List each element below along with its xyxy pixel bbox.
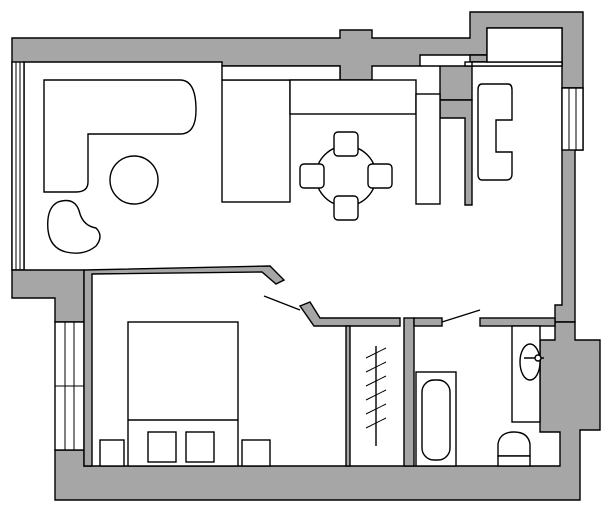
- left-wall-lower: [11, 269, 85, 323]
- living-window: [11, 61, 25, 271]
- wardrobe: [365, 346, 387, 446]
- bathroom-door: [441, 309, 481, 323]
- kitchen-sink-unit: [477, 83, 513, 181]
- bedroom-wall-top: [83, 265, 286, 467]
- nightstand: [99, 439, 125, 467]
- pillow: [147, 431, 177, 463]
- dining-chair: [333, 131, 359, 157]
- round-coffee-table: [109, 155, 159, 205]
- outer-walls: [11, 11, 601, 501]
- wardrobe-wall-right: [403, 317, 415, 467]
- kitchen: [221, 27, 563, 221]
- toilet: [497, 431, 531, 457]
- l-shaped-sofa: [43, 79, 197, 193]
- doors: [263, 295, 481, 323]
- bedroom: [99, 321, 271, 467]
- kitchen-counter: [221, 79, 291, 203]
- bedroom-door: [263, 295, 301, 311]
- bean-armchair: [47, 199, 101, 254]
- living-room: [43, 79, 197, 254]
- kitchen-window: [561, 87, 584, 151]
- bathroom: [415, 325, 544, 467]
- double-bed: [127, 321, 239, 467]
